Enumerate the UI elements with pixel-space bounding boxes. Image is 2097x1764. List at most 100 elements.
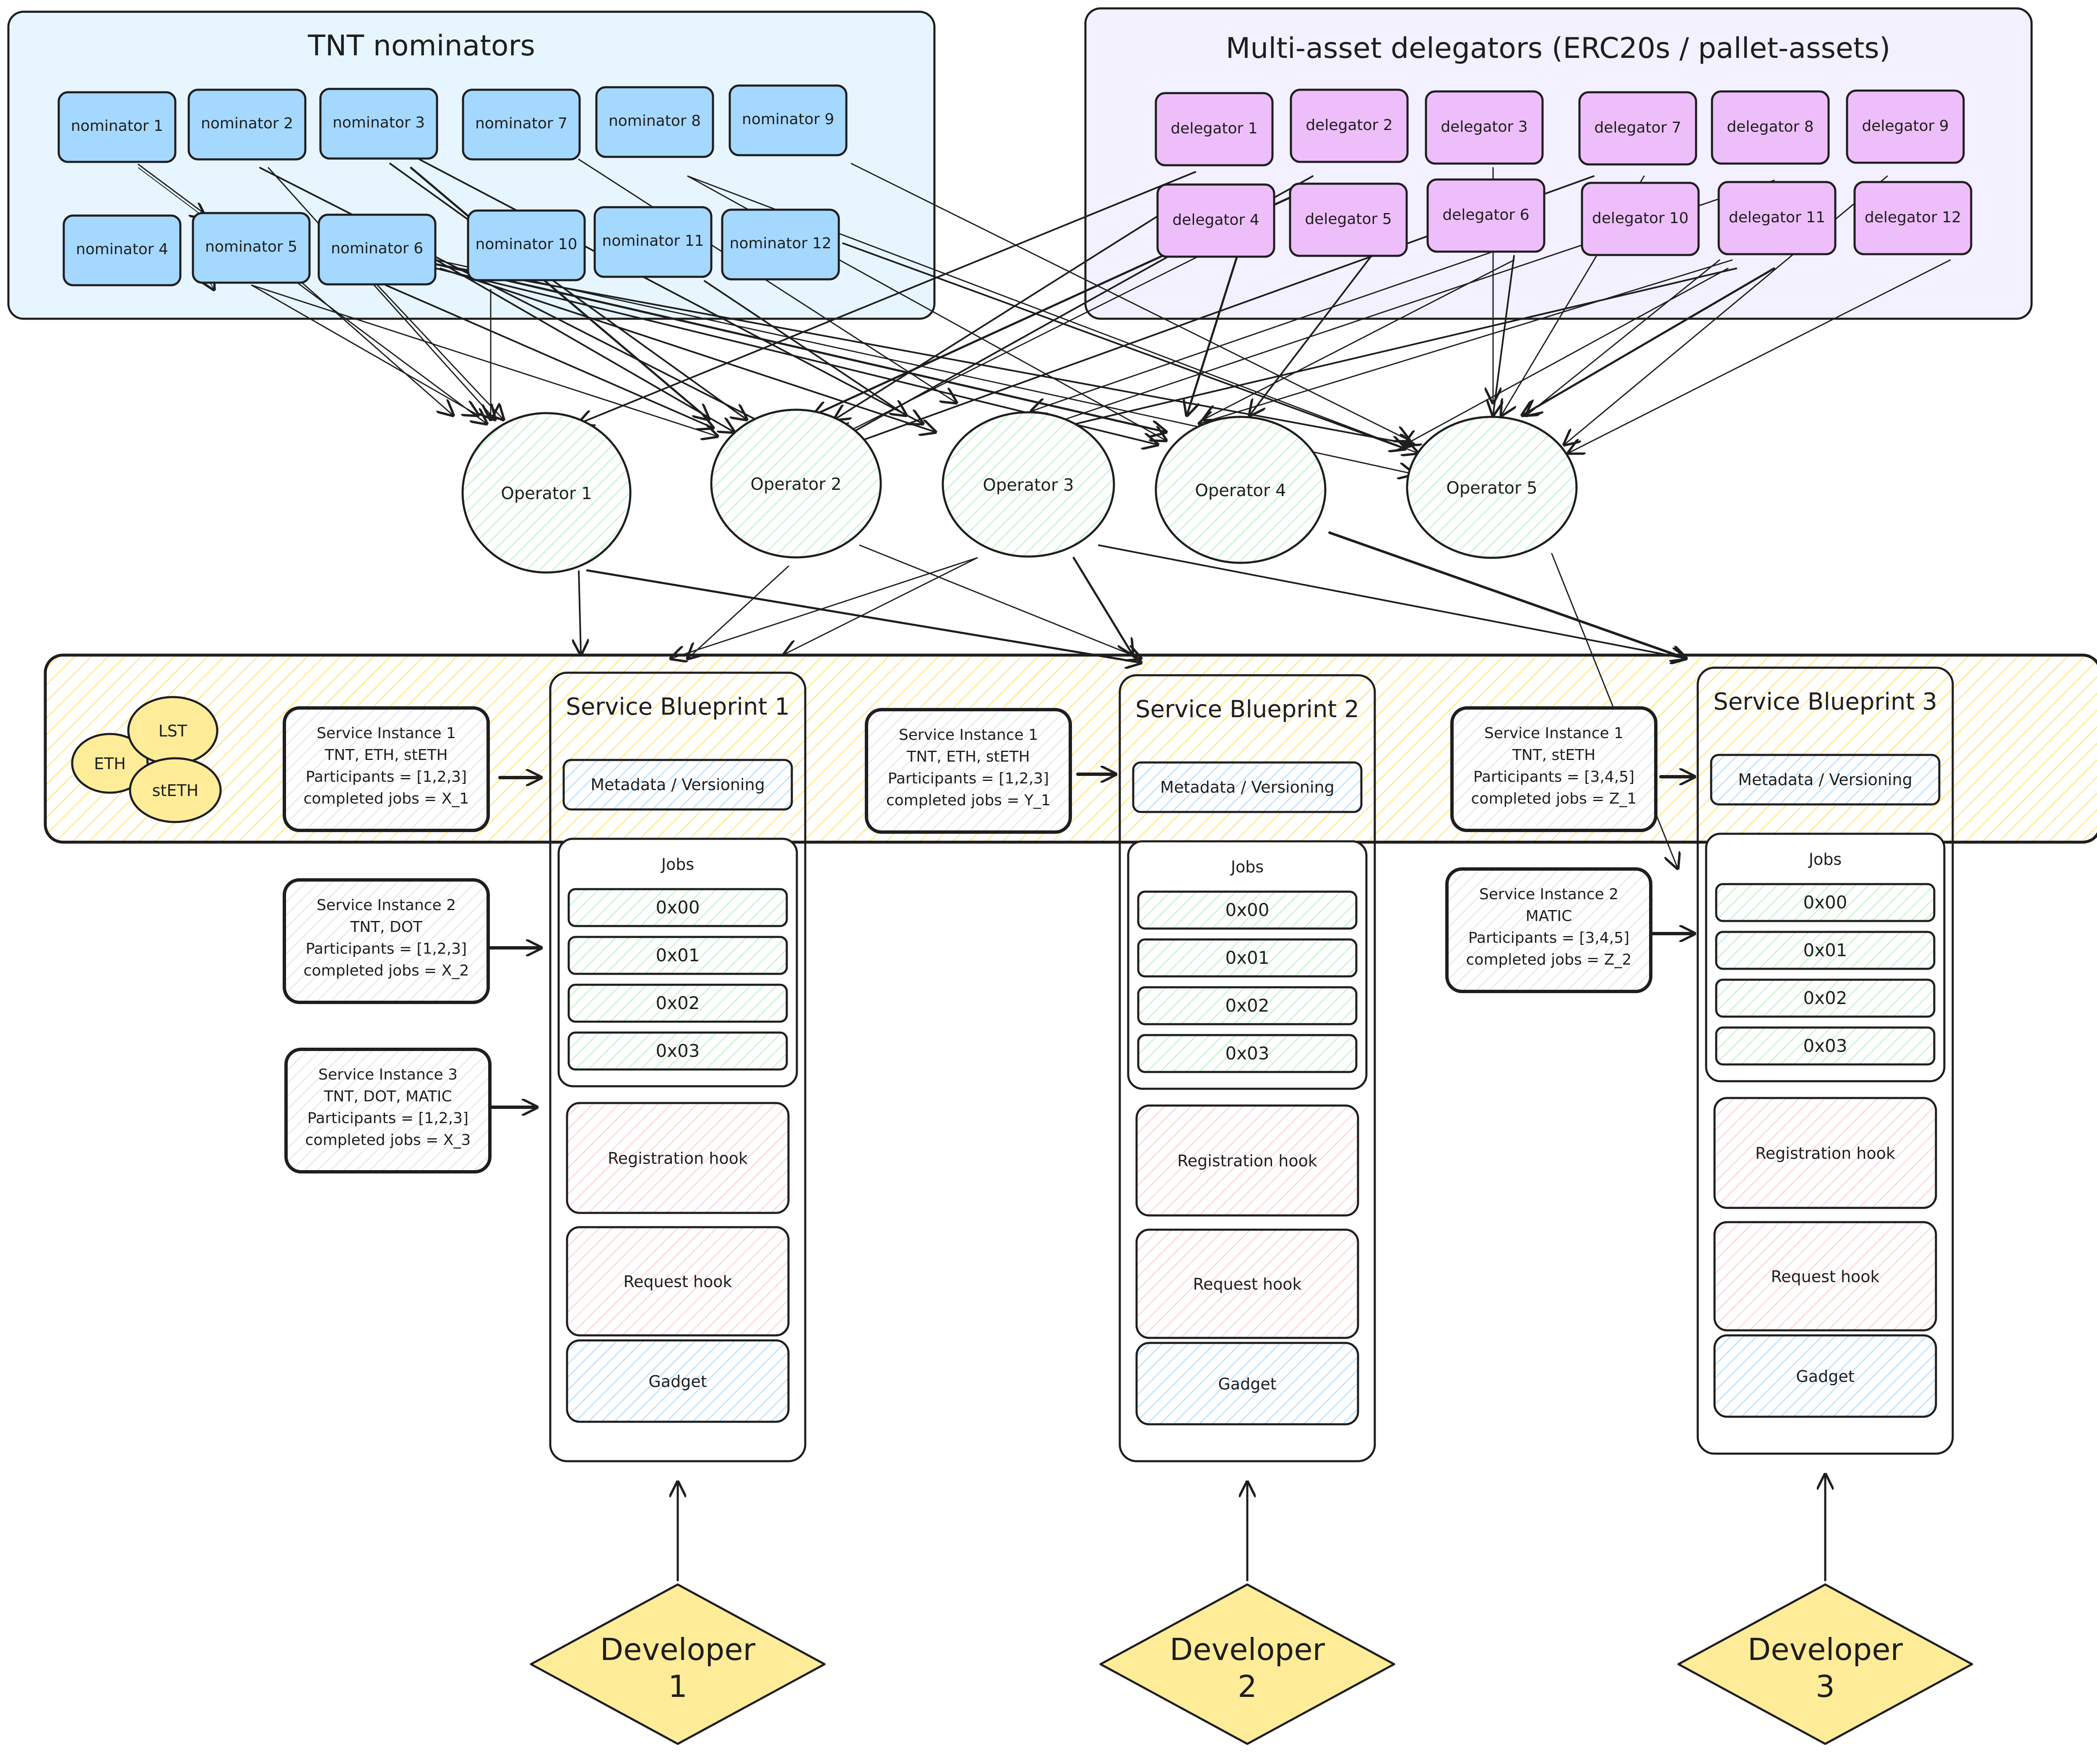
- service-instance-card[interactable]: [284, 1048, 492, 1173]
- instance-completed-jobs: completed jobs = X_1: [304, 790, 469, 807]
- delegator-node[interactable]: delegator 9: [1846, 89, 1965, 164]
- service-instance-card[interactable]: [1445, 867, 1652, 993]
- instance-assets: TNT, stETH: [1512, 747, 1595, 764]
- request-hook[interactable]: [1713, 1221, 1937, 1332]
- jobs-label: Jobs: [661, 855, 694, 874]
- delegator-node[interactable]: delegator 7: [1578, 91, 1697, 166]
- delegators-group-title: Multi-asset delegators (ERC20s / pallet-…: [1226, 32, 1891, 65]
- developer-node[interactable]: [1099, 1583, 1395, 1745]
- job-entry[interactable]: [1137, 938, 1358, 978]
- nominator-node[interactable]: nominator 8: [595, 86, 714, 158]
- delegator-node[interactable]: delegator 4: [1156, 183, 1275, 258]
- delegator-node[interactable]: delegator 10: [1581, 182, 1700, 256]
- job-entry[interactable]: [1715, 931, 1936, 970]
- instance-title: Service Instance 2: [317, 897, 456, 914]
- blueprint-frame[interactable]: [549, 671, 807, 1462]
- delegator-node[interactable]: delegator 6: [1426, 178, 1545, 253]
- service-instance-card[interactable]: [865, 708, 1072, 834]
- job-id: 0x02: [1803, 988, 1847, 1008]
- delegation-edge: [389, 163, 747, 419]
- operator-node[interactable]: Operator 5: [1406, 416, 1578, 559]
- job-entry[interactable]: [1137, 1034, 1358, 1073]
- job-id: 0x02: [656, 993, 700, 1013]
- job-entry[interactable]: [1137, 986, 1358, 1025]
- operator-node[interactable]: Operator 2: [710, 408, 882, 559]
- instance-title: Service Instance 1: [317, 725, 456, 742]
- job-entry[interactable]: [1715, 1026, 1936, 1066]
- developer-node[interactable]: [1677, 1583, 1973, 1745]
- nominator-node[interactable]: nominator 10: [467, 209, 586, 281]
- metadata-box[interactable]: [562, 759, 793, 811]
- delegator-label: delegator 8: [1727, 118, 1813, 135]
- delegator-node[interactable]: delegator 3: [1425, 90, 1544, 165]
- nominator-node[interactable]: nominator 3: [319, 88, 438, 160]
- gadget-box[interactable]: [1135, 1342, 1359, 1426]
- service-instance-card[interactable]: [283, 706, 490, 832]
- nominator-node[interactable]: nominator 11: [593, 206, 713, 278]
- nominator-nodes: nominator 1 nominator 2 nominator 3 nomi…: [57, 84, 848, 286]
- operator-node[interactable]: Operator 4: [1155, 416, 1327, 564]
- job-entry[interactable]: [1715, 978, 1936, 1018]
- instance-assets: TNT, ETH, stETH: [324, 747, 447, 764]
- blueprint-title: Service Blueprint 2: [1135, 696, 1359, 723]
- nominator-node[interactable]: nominator 6: [317, 213, 437, 286]
- nominator-node[interactable]: nominator 12: [721, 208, 840, 281]
- nominator-node[interactable]: nominator 9: [728, 84, 848, 156]
- instance-participants: Participants = [1,2,3]: [306, 940, 467, 957]
- developer-node[interactable]: [530, 1583, 826, 1745]
- delegation-edge: [704, 280, 906, 415]
- job-id: 0x02: [1225, 995, 1269, 1016]
- service-instance-card[interactable]: [1450, 706, 1657, 832]
- job-entry[interactable]: [567, 983, 788, 1023]
- request-hook[interactable]: [1135, 1228, 1359, 1339]
- job-entry[interactable]: [1137, 890, 1358, 930]
- nominator-node[interactable]: nominator 7: [462, 88, 581, 161]
- delegator-node[interactable]: delegator 2: [1290, 88, 1409, 163]
- delegator-node[interactable]: delegator 5: [1289, 182, 1408, 257]
- instance-assets: MATIC: [1526, 908, 1572, 925]
- registration-hook[interactable]: [1713, 1097, 1937, 1209]
- blueprint-frame[interactable]: [1696, 666, 1954, 1455]
- delegator-node[interactable]: delegator 1: [1155, 92, 1274, 167]
- gadget-box-label: Gadget: [1796, 1367, 1854, 1386]
- gadget-box[interactable]: [566, 1339, 790, 1423]
- operator-node[interactable]: Operator 3: [942, 411, 1115, 558]
- nominator-label: nominator 3: [333, 114, 425, 131]
- blueprint-frame[interactable]: [1119, 674, 1376, 1462]
- nominator-node[interactable]: nominator 5: [192, 212, 311, 284]
- gadget-box[interactable]: [1713, 1334, 1937, 1418]
- request-hook[interactable]: [566, 1226, 790, 1337]
- operator-nodes: Operator 1 Operator 2 Operator 3 Operato…: [461, 408, 1578, 574]
- delegator-node[interactable]: delegator 11: [1717, 181, 1837, 255]
- delegator-node[interactable]: delegator 8: [1711, 90, 1830, 165]
- job-entry[interactable]: [1715, 883, 1936, 922]
- job-entry[interactable]: [567, 888, 788, 927]
- nominator-node[interactable]: nominator 1: [57, 91, 177, 163]
- instance-title: Service Instance 1: [1484, 725, 1623, 742]
- registration-hook[interactable]: [1135, 1104, 1359, 1217]
- operator-node[interactable]: Operator 1: [461, 412, 632, 574]
- nominator-node[interactable]: nominator 4: [62, 214, 182, 286]
- delegation-edge: [688, 565, 789, 658]
- nominator-node[interactable]: nominator 2: [187, 88, 307, 161]
- metadata-box[interactable]: [1132, 761, 1363, 813]
- job-id: 0x00: [1225, 900, 1269, 920]
- registration-hook[interactable]: [566, 1102, 790, 1214]
- operator-label: Operator 5: [1446, 479, 1537, 498]
- delegator-node[interactable]: delegator 12: [1853, 181, 1972, 255]
- job-entry[interactable]: [567, 936, 788, 975]
- metadata-box[interactable]: [1710, 754, 1941, 806]
- nominator-label: nominator 4: [76, 241, 168, 258]
- instance-completed-jobs: completed jobs = X_3: [305, 1132, 471, 1149]
- instance-title: Service Instance 2: [1479, 886, 1618, 903]
- job-entry[interactable]: [567, 1031, 788, 1071]
- service-instance-card[interactable]: [283, 878, 490, 1004]
